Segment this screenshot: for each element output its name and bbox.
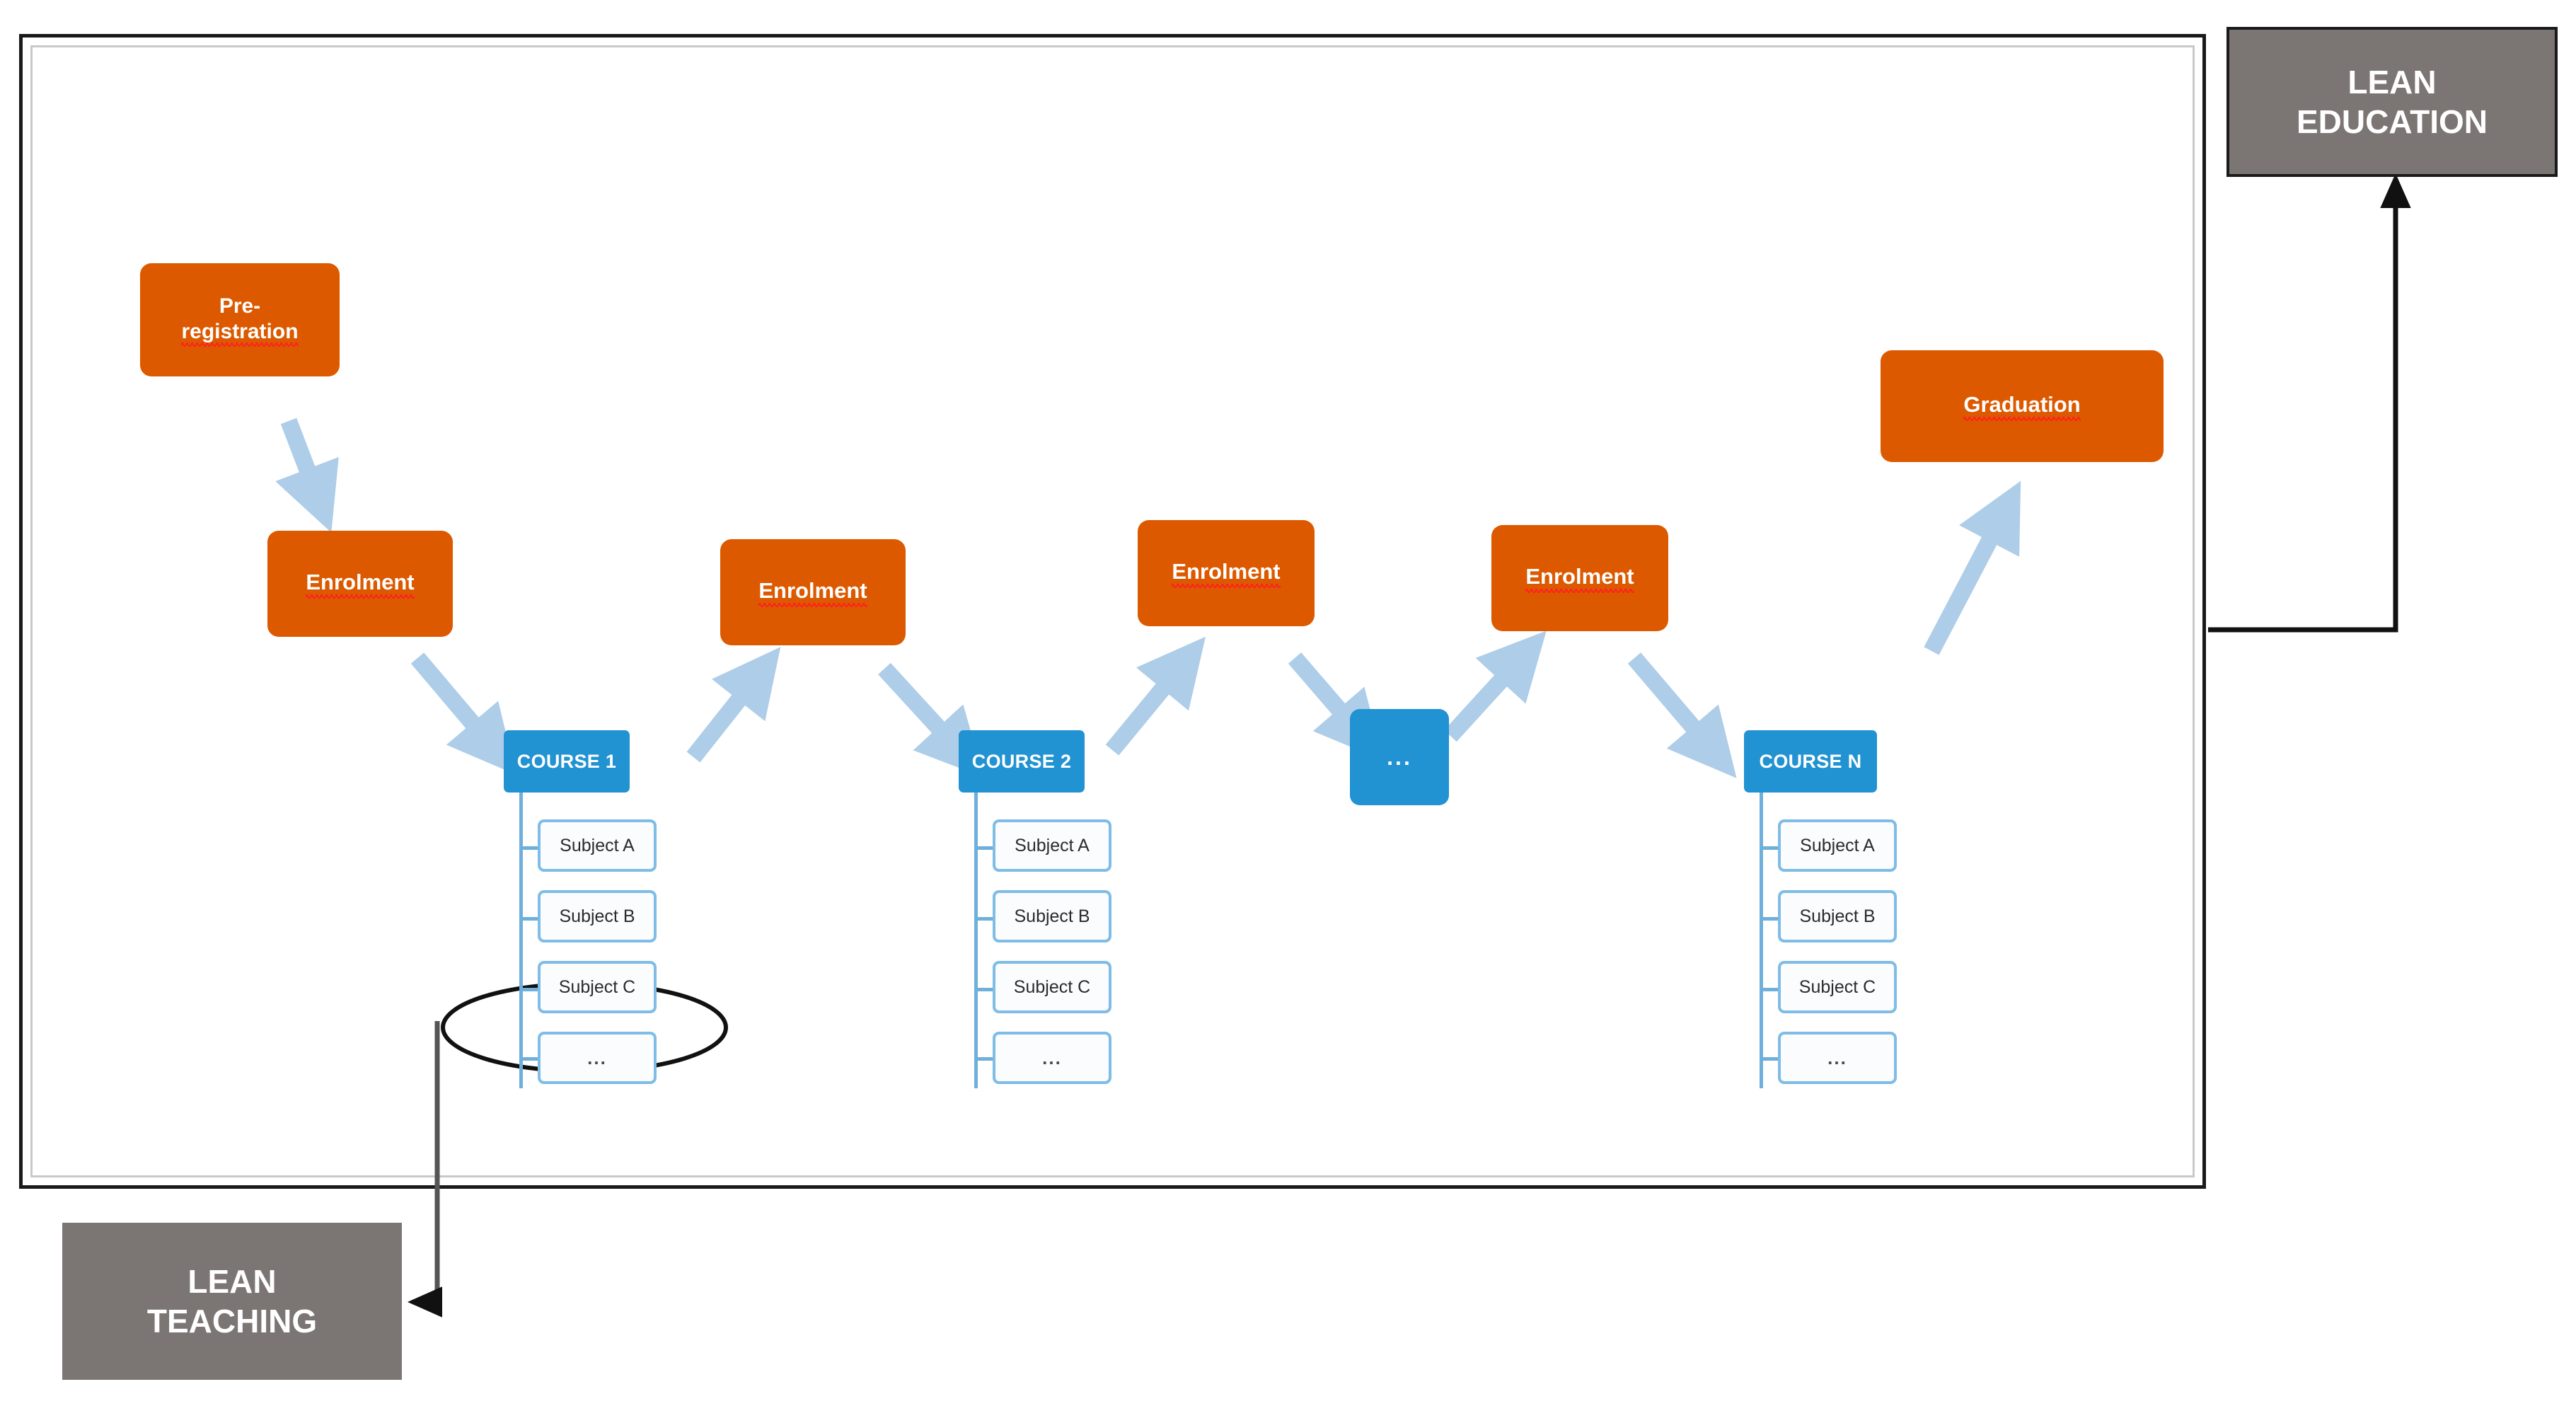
- stage-label-graduation: Graduation: [1963, 392, 2081, 421]
- more-courses-box[interactable]: ...: [1350, 709, 1449, 805]
- subject-label-1-more: ...: [587, 1047, 607, 1068]
- subject-label-2-c: Subject C: [1013, 976, 1091, 997]
- lean-education-line-1: LEAN: [2347, 63, 2437, 100]
- lean-teaching-line-1: LEAN: [187, 1262, 277, 1300]
- subject-label-1-c: Subject C: [558, 976, 636, 997]
- subject-label-2-b: Subject B: [1014, 906, 1090, 926]
- stage-label-enrolment-1: Enrolment: [306, 570, 415, 599]
- process-frame: [19, 34, 2206, 1189]
- stage-label-registration: registration: [181, 319, 299, 347]
- stage-label-enrolment-2: Enrolment: [758, 578, 867, 607]
- subject-box-2-a[interactable]: Subject A: [993, 819, 1111, 872]
- subject-label-n-more: ...: [1827, 1047, 1847, 1068]
- subject-box-n-b[interactable]: Subject B: [1778, 890, 1897, 943]
- subject-label-2-more: ...: [1042, 1047, 1062, 1068]
- subject-label-2-a: Subject A: [1015, 835, 1090, 855]
- course-tree-course-1: COURSE 1 Subject A Subject B Subject C .…: [504, 730, 737, 1183]
- stage-box-graduation[interactable]: Graduation: [1881, 350, 2164, 462]
- course-header-n-label: COURSE N: [1759, 750, 1862, 772]
- subject-label-n-c: Subject C: [1798, 976, 1876, 997]
- tree-stub-2b: [974, 917, 995, 921]
- tree-stub-2a: [974, 846, 995, 850]
- tree-stub-2d: [974, 1057, 995, 1061]
- subject-label-1-a: Subject A: [560, 835, 635, 855]
- lean-education-box[interactable]: LEAN EDUCATION: [2226, 27, 2558, 177]
- stage-label-enrolment-4: Enrolment: [1525, 564, 1634, 593]
- lean-teaching-line-2: TEACHING: [146, 1303, 318, 1339]
- tree-stub-1a: [519, 846, 541, 850]
- subject-box-n-a[interactable]: Subject A: [1778, 819, 1897, 872]
- tree-spine-2: [974, 793, 978, 1088]
- tree-stub-1c: [519, 988, 541, 991]
- tree-spine-n: [1760, 793, 1763, 1088]
- subject-label-1-b: Subject B: [559, 906, 635, 926]
- stage-label-enrolment-3: Enrolment: [1172, 559, 1281, 588]
- course-header-1-label: COURSE 1: [516, 750, 617, 772]
- tree-spine-1: [519, 793, 523, 1088]
- stage-box-enrolment-3[interactable]: Enrolment: [1138, 520, 1315, 626]
- tree-stub-na: [1760, 846, 1781, 850]
- course-header-2[interactable]: COURSE 2: [959, 730, 1085, 793]
- stage-box-enrolment-4[interactable]: Enrolment: [1491, 525, 1668, 631]
- course-tree-course-n: COURSE N Subject A Subject B Subject C .…: [1744, 730, 1977, 1183]
- subject-box-2-more[interactable]: ...: [993, 1032, 1111, 1084]
- tree-stub-2c: [974, 988, 995, 991]
- stage-box-enrolment-2[interactable]: Enrolment: [720, 539, 906, 645]
- subject-box-2-c[interactable]: Subject C: [993, 961, 1111, 1013]
- stage-box-enrolment-1[interactable]: Enrolment: [267, 531, 453, 637]
- connector-to-lean-education: [2208, 173, 2411, 633]
- subject-box-n-c[interactable]: Subject C: [1778, 961, 1897, 1013]
- course-header-2-label: COURSE 2: [971, 750, 1072, 772]
- subject-label-n-b: Subject B: [1799, 906, 1876, 926]
- subject-box-1-b[interactable]: Subject B: [538, 890, 657, 943]
- lean-teaching-box[interactable]: LEAN TEACHING: [62, 1223, 402, 1380]
- course-header-n[interactable]: COURSE N: [1744, 730, 1877, 793]
- stage-box-pre-registration[interactable]: Pre- registration: [140, 263, 340, 376]
- subject-box-2-b[interactable]: Subject B: [993, 890, 1111, 943]
- subject-box-1-c[interactable]: Subject C: [538, 961, 657, 1013]
- tree-stub-nc: [1760, 988, 1781, 991]
- lean-education-line-2: EDUCATION: [2296, 103, 2488, 140]
- tree-stub-nd: [1760, 1057, 1781, 1061]
- more-courses-label: ...: [1387, 744, 1412, 770]
- tree-stub-nb: [1760, 917, 1781, 921]
- subject-label-n-a: Subject A: [1800, 835, 1875, 855]
- stage-label-pre: Pre-: [219, 294, 261, 318]
- tree-stub-1d: [519, 1057, 541, 1061]
- tree-stub-1b: [519, 917, 541, 921]
- subject-box-1-more[interactable]: ...: [538, 1032, 657, 1084]
- course-header-1[interactable]: COURSE 1: [504, 730, 630, 793]
- subject-box-1-a[interactable]: Subject A: [538, 819, 657, 872]
- course-tree-course-2: COURSE 2 Subject A Subject B Subject C .…: [959, 730, 1192, 1183]
- subject-box-n-more[interactable]: ...: [1778, 1032, 1897, 1084]
